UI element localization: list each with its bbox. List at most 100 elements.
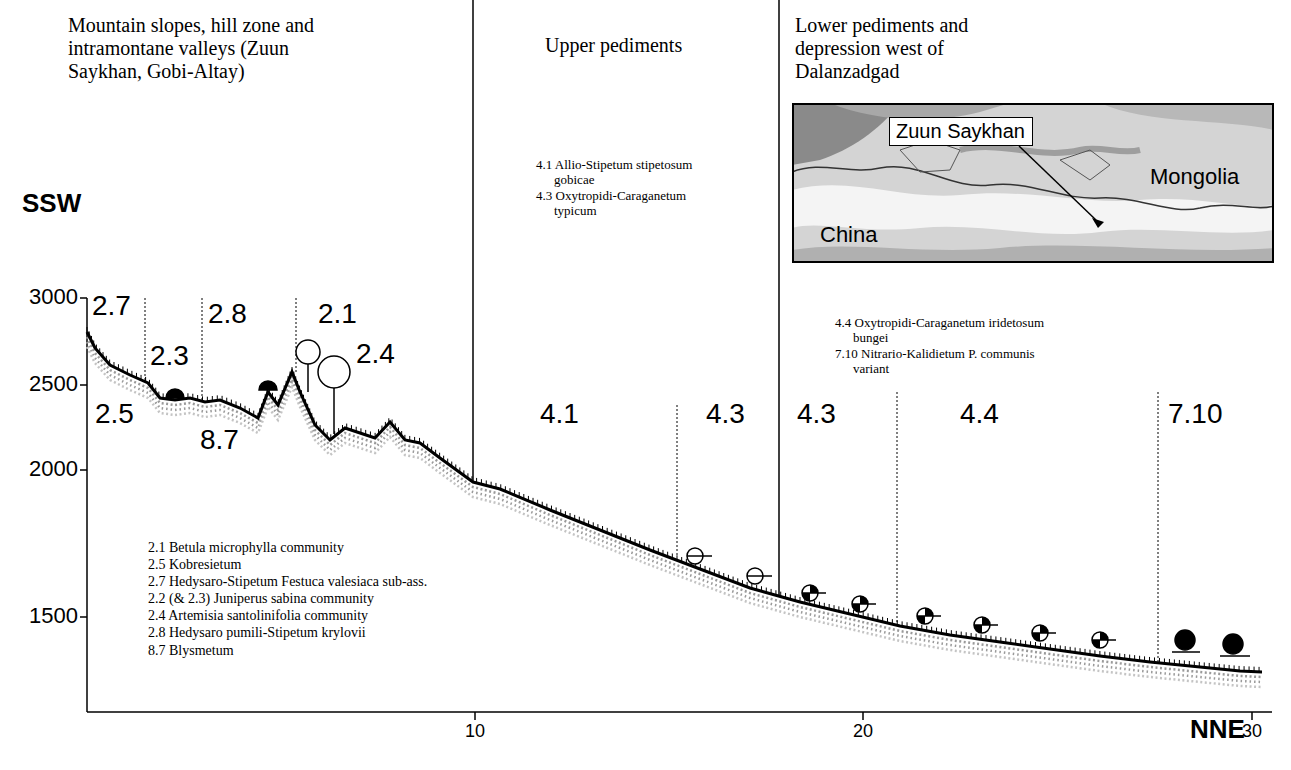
hatch-tick (1134, 655, 1135, 660)
hatch-tick (1104, 652, 1105, 657)
hatch-tick (1144, 656, 1145, 661)
hatch-tick (282, 390, 283, 395)
hatch-tick (639, 541, 640, 546)
hatch-tick (966, 632, 967, 637)
hatch-tick (644, 543, 645, 548)
hatch-tick (231, 400, 232, 405)
stipple-band (87, 337, 1262, 677)
hatch-tick (795, 596, 796, 601)
hatch-tick (681, 557, 682, 562)
hatch-tick (1080, 648, 1081, 653)
hatch-tick (338, 428, 339, 433)
hatch-tick (443, 456, 444, 461)
hatch-tick (192, 394, 193, 399)
hatch-tick (514, 490, 515, 495)
hatch-tick (311, 413, 312, 418)
hatch-tick (1164, 658, 1165, 663)
hatch-tick (481, 479, 482, 484)
hatch-tick (495, 483, 496, 488)
hatch-tick (824, 603, 825, 608)
hatch-tick (1209, 663, 1210, 668)
hatch-tick (1129, 655, 1130, 660)
zone-number: 2.5 (95, 400, 134, 428)
hatch-tick (1159, 658, 1160, 663)
hatch-tick (486, 480, 487, 485)
hatch-tick (1199, 662, 1200, 667)
hatch-tick (1244, 666, 1245, 671)
hatch-tick (602, 526, 603, 531)
community-legend: 2.1 Betula microphylla community (148, 540, 448, 556)
hatch-tick (278, 399, 279, 404)
hatch-tick (653, 546, 654, 551)
hatch-tick (1189, 661, 1190, 666)
hatch-tick (409, 436, 410, 441)
hatch-tick (1020, 640, 1021, 645)
hatch-tick (327, 432, 328, 437)
terrain-profile (87, 332, 1262, 672)
hatch-tick (1030, 641, 1031, 646)
hatch-tick (1184, 660, 1185, 665)
leader-line (1019, 146, 1096, 220)
hatch-tick (187, 393, 188, 398)
hatch-tick (423, 441, 424, 446)
hatch-tick (981, 634, 982, 639)
hatch-tick (471, 476, 472, 481)
hatch-tick (780, 592, 781, 597)
hatch-tick (630, 537, 631, 542)
hatch-tick (155, 388, 156, 393)
community-legend: 2.8 Hedysaro pumili-Stipetum krylovii (148, 625, 448, 641)
hatch-tick (398, 427, 399, 432)
hatch-tick (790, 594, 791, 599)
hatch-tick (370, 431, 371, 436)
place-label-box: Zuun Saykhan (889, 117, 1033, 146)
hatch-tick (742, 580, 743, 585)
hatch-tick (163, 393, 164, 398)
hatch-tick (709, 568, 710, 573)
hatch-tick (733, 577, 734, 582)
hatch-tick (1045, 643, 1046, 648)
hatch-tick (1214, 663, 1215, 668)
section-heading: Lower pediments and depression west of D… (795, 14, 995, 83)
hatch-tick (728, 575, 729, 580)
axis-label: 3000 (28, 286, 78, 308)
hatch-tick (392, 419, 393, 424)
hatch-tick (882, 617, 883, 622)
leader-line (1019, 146, 1096, 220)
hatch-tick (455, 464, 456, 469)
hatch-tick (976, 634, 977, 639)
hatch-tick (293, 372, 294, 377)
zone-number: 4.1 (540, 400, 579, 428)
hatch-tick (583, 519, 584, 524)
hatch-tick (834, 605, 835, 610)
hatch-tick (1070, 647, 1071, 652)
hatch-tick (556, 507, 557, 512)
section-heading: Mountain slopes, hill zone and intramont… (68, 14, 358, 83)
hatch-tick (1234, 665, 1235, 670)
hatch-tick (814, 600, 815, 605)
hatch-tick (1174, 659, 1175, 664)
community-legend: 7.10 Nitrario-Kalidietum P. communis var… (835, 347, 1050, 377)
hatch-tick (1254, 667, 1255, 672)
map-label: Mongolia (1150, 165, 1239, 189)
section-dividers (145, 0, 1158, 663)
hatch-tick (286, 381, 287, 386)
hatch-tick (1040, 643, 1041, 648)
hatch-tick (263, 399, 264, 404)
hatch-tick (103, 352, 104, 357)
community-legend: 2.2 (& 2.3) Juniperus sabina community (148, 591, 448, 607)
hatch-tick (401, 431, 402, 436)
map-label: Zuun Saykhan (896, 120, 1026, 142)
hatch-tick (1114, 653, 1115, 658)
hatch-tick (145, 377, 146, 382)
hatch-tick (574, 515, 575, 520)
hatch-tick (1149, 657, 1150, 662)
hatch-tick (1000, 637, 1001, 642)
hatch-tick (152, 384, 153, 389)
hatch-tick (320, 425, 321, 430)
hatch-tick (616, 532, 617, 537)
hatch-tick (686, 559, 687, 564)
hatch-tick (593, 522, 594, 527)
hatch-tick (1179, 660, 1180, 665)
hatch-tick (330, 434, 331, 439)
zone-number: 2.7 (92, 292, 131, 320)
